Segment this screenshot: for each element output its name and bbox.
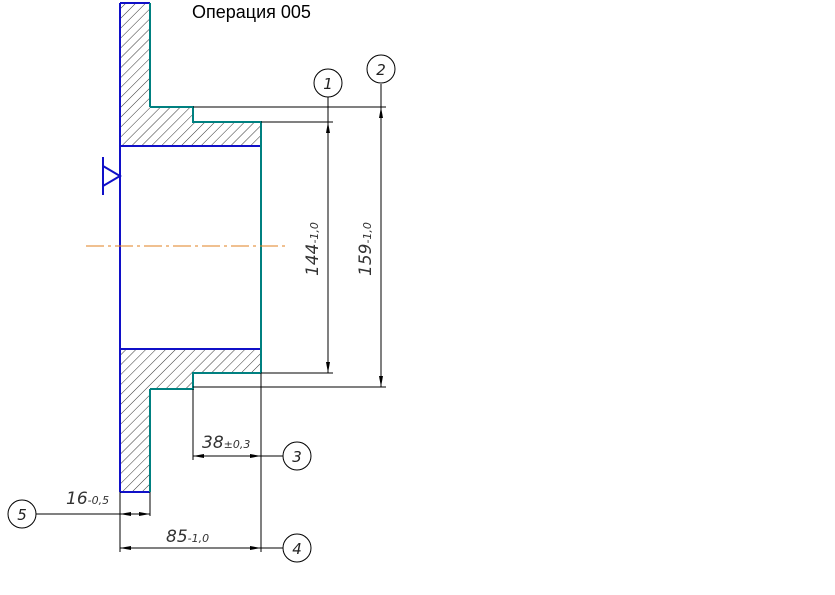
surface-marker-4: 4 bbox=[282, 533, 312, 563]
surface-marker-3: 3 bbox=[282, 441, 312, 471]
dim-144-tol: -1,0 bbox=[308, 222, 321, 243]
dim-159-tol: -1,0 bbox=[361, 222, 374, 243]
section-hatching bbox=[120, 3, 261, 492]
svg-text:159-1,0: 159-1,0 bbox=[356, 222, 376, 276]
dimension-lines bbox=[36, 107, 382, 549]
operation-title: Операция 005 bbox=[192, 2, 311, 22]
marker-1-label: 1 bbox=[323, 75, 333, 93]
dim-85-tol: -1,0 bbox=[188, 532, 209, 545]
dim-159-main: 159 bbox=[356, 244, 376, 276]
machined-bottom-step bbox=[150, 372, 261, 390]
dim-16-tol: -0,5 bbox=[88, 494, 109, 507]
surface-marker-2: 2 bbox=[366, 54, 396, 84]
svg-text:144-1,0: 144-1,0 bbox=[303, 222, 323, 276]
dim-144-main: 144 bbox=[303, 244, 323, 276]
hatch-bottom-section bbox=[120, 349, 261, 492]
dimension-text-16: 16-0,5 bbox=[66, 489, 109, 509]
dim-85-main: 85 bbox=[166, 527, 188, 547]
machined-surfaces bbox=[149, 3, 262, 492]
dim-16-main: 16 bbox=[66, 489, 88, 509]
datum-symbol bbox=[102, 157, 122, 195]
dimension-text-159: 159-1,0 bbox=[356, 222, 376, 276]
marker-leaders bbox=[327, 84, 382, 122]
marker-3-label: 3 bbox=[292, 448, 302, 466]
dim-38-tol: ±0,3 bbox=[224, 438, 251, 451]
surface-marker-1: 1 bbox=[313, 68, 343, 98]
marker-4-label: 4 bbox=[292, 540, 302, 558]
dimension-text-85: 85-1,0 bbox=[166, 527, 209, 547]
dimension-text-38: 38±0,3 bbox=[202, 433, 250, 453]
surface-marker-5: 5 bbox=[7, 499, 37, 529]
hatch-top-section bbox=[120, 3, 261, 146]
extension-lines bbox=[119, 106, 386, 552]
machined-top-step bbox=[150, 106, 262, 373]
dim-38-main: 38 bbox=[202, 433, 224, 453]
dimension-text-144: 144-1,0 bbox=[303, 222, 323, 276]
arrowheads bbox=[120, 107, 383, 550]
marker-5-label: 5 bbox=[17, 506, 27, 524]
marker-2-label: 2 bbox=[376, 61, 386, 79]
